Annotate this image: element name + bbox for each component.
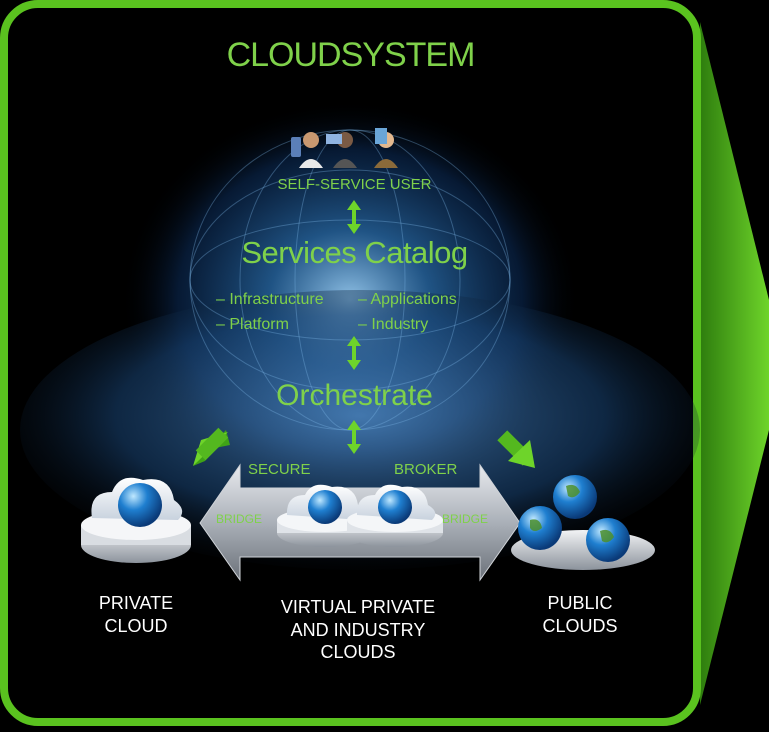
diagonal-arrow-left: [193, 427, 230, 466]
virtual-line-3: CLOUDS: [320, 642, 396, 662]
bridge-right-label: BRIDGE: [442, 512, 489, 526]
user-phone-icon: [291, 132, 323, 168]
center-cloud-right: [347, 484, 443, 547]
broker-label: BROKER: [394, 461, 458, 478]
arrow-user-catalog: [347, 200, 361, 234]
diagram-title: CLOUDSYSTEM: [226, 36, 476, 74]
orchestrate-label: Orchestrate: [276, 379, 433, 412]
arrow-catalog-orchestrate: [347, 336, 361, 370]
self-service-user-label: SELF-SERVICE USER: [277, 176, 432, 193]
user-tablet-icon: [374, 128, 398, 168]
virtual-private-label: VIRTUAL PRIVATE AND INDUSTRY CLOUDS: [228, 596, 488, 664]
catalog-item-industry: – Industry: [358, 316, 429, 333]
services-catalog-title: Services Catalog: [241, 235, 468, 270]
catalog-item-infrastructure: – Infrastructure: [216, 291, 324, 308]
vertical-arrows: [347, 200, 361, 454]
bridge-left-label: BRIDGE: [216, 512, 263, 526]
public-globes-icon: [511, 475, 655, 570]
virtual-line-2: AND INDUSTRY: [290, 619, 426, 640]
public-line-1: PUBLIC: [547, 593, 613, 613]
catalog-item-applications: – Applications: [358, 291, 457, 308]
virtual-line-1: VIRTUAL PRIVATE: [280, 597, 436, 617]
private-cloud-line-1: PRIVATE: [98, 593, 174, 613]
private-cloud-line-2: CLOUD: [104, 615, 168, 636]
diagonal-arrow-right: [497, 430, 535, 468]
secure-label: SECURE: [248, 461, 311, 478]
public-clouds-label: PUBLIC CLOUDS: [510, 592, 650, 637]
chevron-arrow-shape: [700, 22, 769, 705]
private-cloud-label: PRIVATE CLOUD: [66, 592, 206, 637]
catalog-item-platform: – Platform: [216, 316, 289, 333]
private-cloud-icon: [81, 477, 191, 563]
public-line-2: CLOUDS: [542, 615, 618, 636]
arrow-orchestrate-bridge: [347, 420, 361, 454]
user-laptop-icon: [326, 132, 357, 168]
